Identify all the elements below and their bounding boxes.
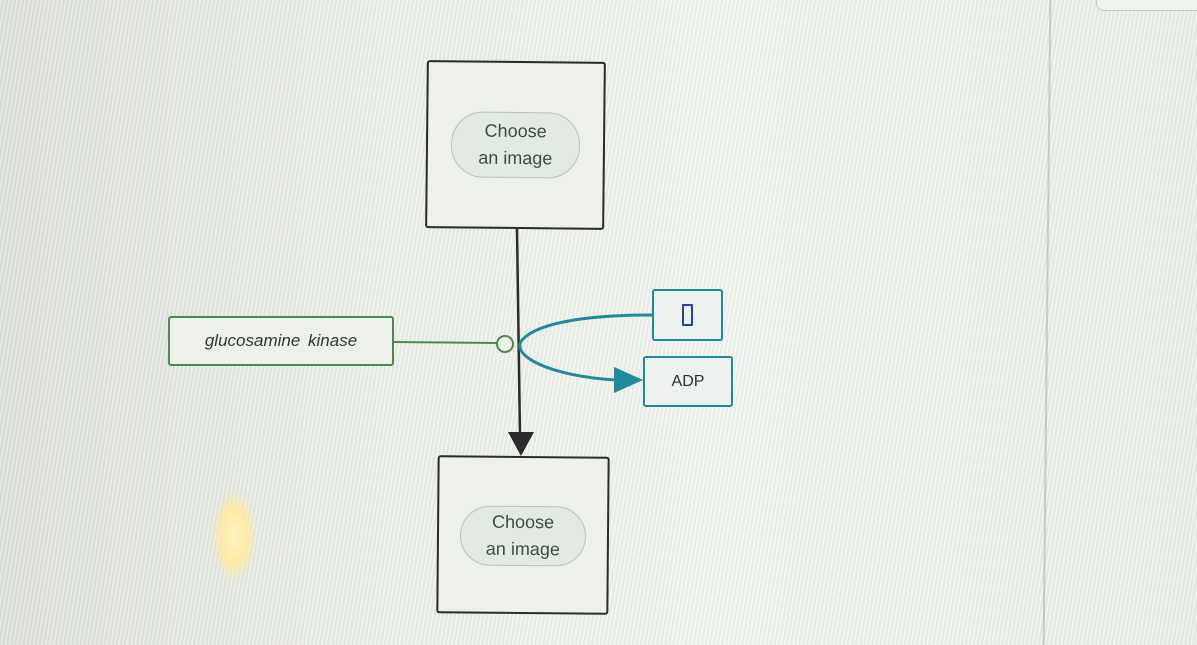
substrate-image-box: Choose an image: [425, 60, 606, 230]
enzyme-label-box: glucosamine kinase: [168, 316, 394, 366]
cofactor-output-label: ADP: [671, 372, 705, 390]
choose-image-label-line2: an image: [478, 147, 553, 169]
choose-image-label-line1: Choose: [491, 511, 555, 533]
text-cursor-icon: [682, 304, 693, 326]
main-reaction-line: [515, 228, 522, 437]
main-arrowhead: [508, 432, 534, 456]
cofactor-output-box: ADP: [643, 356, 733, 407]
cofactor-arrowhead: [614, 367, 643, 393]
screen-glare: [214, 492, 254, 580]
product-image-box: Choose an image: [436, 455, 610, 615]
choose-image-label-line2: an image: [485, 538, 560, 560]
enzyme-attachment-node: [496, 335, 514, 353]
enzyme-label: glucosamine kinase: [204, 331, 358, 350]
cofactor-arc: [518, 313, 653, 382]
corner-tab[interactable]: [1096, 0, 1197, 11]
enzyme-connector-line: [393, 341, 498, 344]
choose-image-label-line1: Choose: [484, 120, 547, 142]
panel-divider: [1042, 0, 1052, 645]
choose-image-button[interactable]: Choose an image: [450, 111, 581, 179]
choose-image-button[interactable]: Choose an image: [459, 505, 587, 567]
cofactor-input-field[interactable]: [652, 289, 723, 341]
